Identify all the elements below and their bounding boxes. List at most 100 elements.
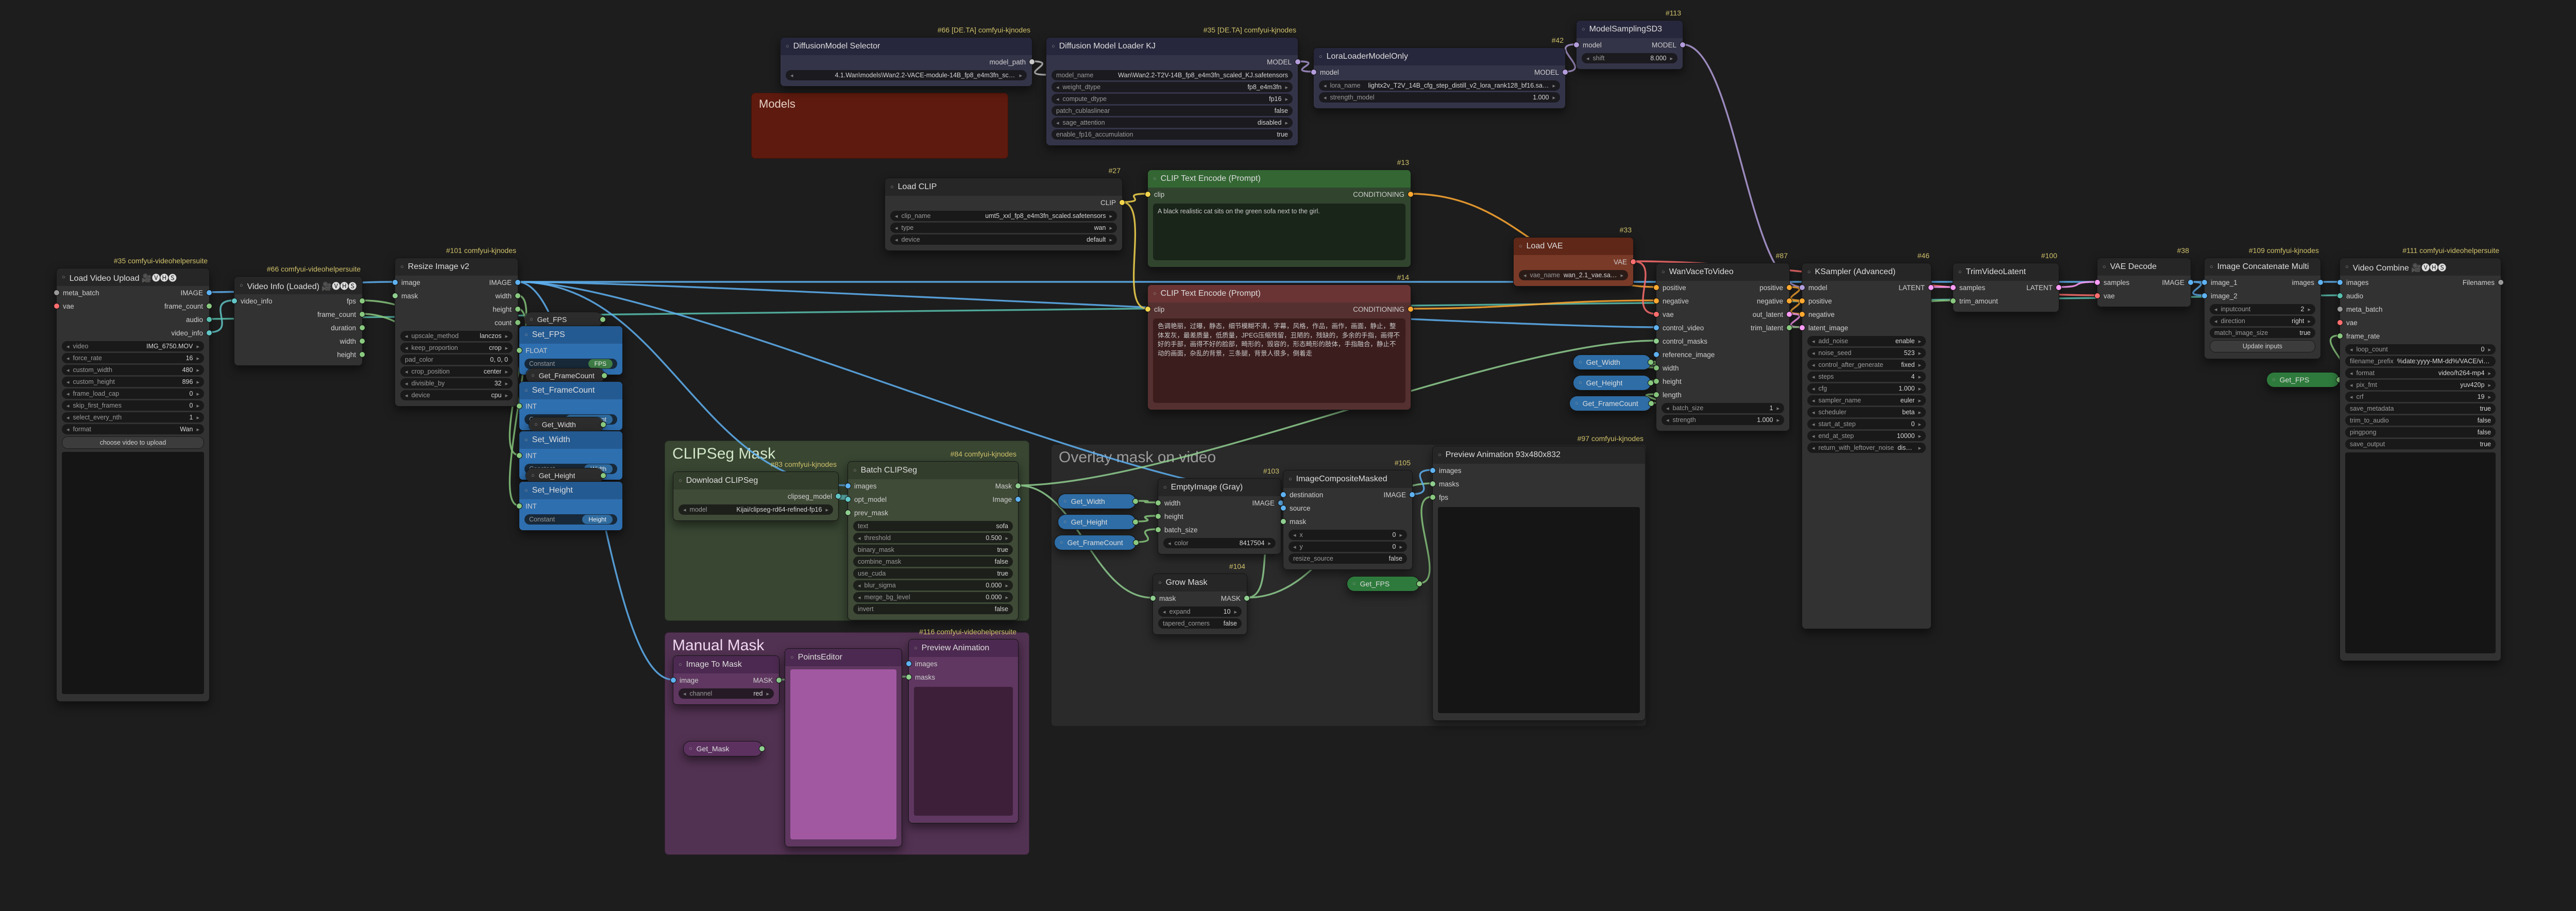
- node-load_clip[interactable]: #27○Load CLIPCLIP◂clip_nameumt5_xxl_fp8_…: [885, 178, 1123, 251]
- output-port-trim_latent[interactable]: [1787, 325, 1792, 330]
- increment-arrow-icon[interactable]: ▸: [1670, 55, 1673, 62]
- input-port-mask[interactable]: [1150, 596, 1156, 601]
- collapse-icon[interactable]: ○: [914, 645, 918, 651]
- increment-arrow-icon[interactable]: ▸: [1109, 237, 1112, 243]
- widget-sampler_name[interactable]: ◂sampler_nameeuler▸: [1807, 395, 1926, 406]
- node-titlebar[interactable]: ○CLIP Text Encode (Prompt): [1148, 170, 1411, 188]
- node-titlebar[interactable]: ○Set_FPS: [519, 326, 622, 344]
- node-titlebar[interactable]: ○Get_Mask: [684, 741, 762, 756]
- increment-arrow-icon[interactable]: ▸: [766, 690, 769, 697]
- increment-arrow-icon[interactable]: ▸: [1019, 72, 1022, 79]
- widget-crf[interactable]: ◂crf19▸: [2345, 392, 2496, 402]
- increment-arrow-icon[interactable]: ▸: [1918, 362, 1921, 368]
- decrement-arrow-icon[interactable]: ◂: [1586, 55, 1589, 62]
- widget-add_noise[interactable]: ◂add_noiseenable▸: [1807, 336, 1926, 346]
- prompt-text[interactable]: A black realistic cat sits on the green …: [1153, 204, 1405, 260]
- node-titlebar[interactable]: ○Set_FrameCount: [519, 382, 622, 399]
- output-port[interactable]: [759, 746, 765, 751]
- input-port-width[interactable]: [1654, 365, 1659, 370]
- increment-arrow-icon[interactable]: ▸: [1918, 385, 1921, 392]
- node-titlebar[interactable]: ○Preview Animation 93x480x832: [1433, 446, 1645, 464]
- output-port[interactable]: [600, 317, 605, 322]
- collapse-icon[interactable]: ○: [2272, 377, 2276, 383]
- node-get_height_c[interactable]: ○Get_Height: [1058, 514, 1136, 530]
- input-port-images[interactable]: [2337, 280, 2343, 285]
- node-titlebar[interactable]: ○Load CLIP: [885, 178, 1122, 196]
- node-titlebar[interactable]: ○ModelSamplingSD3: [1577, 21, 1683, 38]
- output-port-CONDITIONING[interactable]: [1408, 192, 1413, 197]
- node-wan_vace[interactable]: #87○WanVaceToVideopositivepositivenegati…: [1656, 263, 1790, 431]
- node-titlebar[interactable]: ○Get_Height: [1058, 515, 1136, 529]
- node-dm_loader[interactable]: #35 [DE.TA] comfyui-kjnodes○Diffusion Mo…: [1046, 37, 1298, 146]
- widget-control_after_generate[interactable]: ◂control_after_generatefixed▸: [1807, 360, 1926, 370]
- input-port-clip[interactable]: [1145, 307, 1150, 312]
- node-preview_anim[interactable]: #97 comfyui-kjnodes○Preview Animation 93…: [1432, 446, 1646, 721]
- node-dm_selector[interactable]: #66 [DE.TA] comfyui-kjnodes○DiffusionMod…: [780, 37, 1032, 87]
- node-titlebar[interactable]: ○KSampler (Advanced): [1802, 263, 1931, 281]
- decrement-arrow-icon[interactable]: ◂: [66, 426, 70, 433]
- node-titlebar[interactable]: ○Diffusion Model Loader KJ: [1046, 38, 1298, 55]
- output-port-MASK[interactable]: [776, 678, 782, 683]
- node-img_concat[interactable]: #109 comfyui-kjnodes○Image Concatenate M…: [2204, 258, 2321, 359]
- input-port-masks[interactable]: [1430, 481, 1435, 486]
- output-port[interactable]: [1417, 581, 1422, 586]
- node-titlebar[interactable]: ○PointsEditor: [785, 649, 902, 666]
- collapse-icon[interactable]: ○: [1158, 580, 1162, 586]
- decrement-arrow-icon[interactable]: ◂: [1812, 374, 1815, 380]
- output-port-duration[interactable]: [360, 325, 365, 330]
- node-titlebar[interactable]: ○CLIP Text Encode (Prompt): [1148, 285, 1411, 302]
- decrement-arrow-icon[interactable]: ◂: [895, 237, 898, 243]
- collapse-icon[interactable]: ○: [531, 373, 535, 379]
- collapse-icon[interactable]: ○: [1807, 269, 1811, 275]
- widget-tapered_corners[interactable]: tapered_cornersfalse: [1158, 618, 1242, 629]
- collapse-icon[interactable]: ○: [1052, 43, 1055, 49]
- input-port-INT[interactable]: [517, 503, 522, 509]
- output-port-positive[interactable]: [1787, 285, 1792, 290]
- node-get_fps_c[interactable]: ○Get_FPS: [1347, 576, 1420, 592]
- collapse-icon[interactable]: ○: [679, 478, 682, 484]
- collapse-icon[interactable]: ○: [1319, 54, 1323, 60]
- collapse-icon[interactable]: ○: [62, 274, 65, 280]
- output-port-LATENT[interactable]: [2056, 285, 2061, 290]
- input-port-model[interactable]: [1311, 70, 1316, 75]
- increment-arrow-icon[interactable]: ▸: [1918, 374, 1921, 380]
- input-port-clip[interactable]: [1145, 192, 1150, 197]
- decrement-arrow-icon[interactable]: ◂: [66, 402, 70, 409]
- increment-arrow-icon[interactable]: ▸: [1776, 417, 1780, 424]
- widget-batch_size[interactable]: ◂batch_size1▸: [1662, 403, 1784, 413]
- increment-arrow-icon[interactable]: ▸: [196, 343, 199, 350]
- collapse-icon[interactable]: ○: [530, 316, 533, 323]
- increment-arrow-icon[interactable]: ▸: [2488, 346, 2491, 353]
- widget-compute_dtype[interactable]: ◂compute_dtypefp16▸: [1052, 94, 1293, 104]
- node-titlebar[interactable]: ○Get_FrameCount: [1055, 535, 1136, 550]
- node-vae_decode[interactable]: #38○VAE DecodesamplesIMAGEvae: [2097, 258, 2191, 307]
- decrement-arrow-icon[interactable]: ◂: [1056, 84, 1059, 91]
- output-port[interactable]: [1133, 499, 1138, 504]
- output-port-model_path[interactable]: [1029, 59, 1035, 64]
- decrement-arrow-icon[interactable]: ◂: [66, 367, 70, 374]
- input-port-height[interactable]: [1654, 379, 1659, 384]
- increment-arrow-icon[interactable]: ▸: [1285, 84, 1288, 91]
- input-port-vae[interactable]: [1654, 312, 1659, 317]
- node-titlebar[interactable]: ○Get_FPS: [1347, 577, 1419, 591]
- widget-video[interactable]: ◂videoIMG_6750.MOV▸: [62, 341, 204, 351]
- widget-custom_height[interactable]: ◂custom_height896▸: [62, 377, 204, 387]
- widget-scheduler[interactable]: ◂schedulerbeta▸: [1807, 407, 1926, 417]
- input-port-samples[interactable]: [2095, 280, 2100, 285]
- widget-save_output[interactable]: save_outputtrue: [2345, 439, 2496, 449]
- output-port-frame_count[interactable]: [360, 312, 365, 317]
- widget-shift[interactable]: ◂shift8.000▸: [1582, 53, 1677, 63]
- collapse-icon[interactable]: ○: [786, 43, 789, 49]
- node-titlebar[interactable]: ○Get_Width: [1058, 494, 1136, 509]
- node-dl_clipseg[interactable]: #83 comfyui-kjnodes○Download CLIPSegclip…: [673, 471, 839, 521]
- input-port-model[interactable]: [1574, 42, 1579, 47]
- node-trim_latent[interactable]: #100○TrimVideoLatentsamplesLATENTtrim_am…: [1953, 263, 2059, 312]
- decrement-arrow-icon[interactable]: ◂: [405, 345, 408, 351]
- input-port-images[interactable]: [1430, 468, 1435, 473]
- node-video_info[interactable]: #66 comfyui-videohelpersuite○Video Info …: [234, 276, 363, 366]
- node-titlebar[interactable]: ○Batch CLIPSeg: [848, 462, 1018, 479]
- node-clip_pos[interactable]: #13○CLIP Text Encode (Prompt)clipCONDITI…: [1147, 170, 1411, 267]
- input-port-frame_rate[interactable]: [2337, 333, 2343, 339]
- output-port[interactable]: [1649, 401, 1654, 406]
- output-port-images[interactable]: [2318, 280, 2323, 285]
